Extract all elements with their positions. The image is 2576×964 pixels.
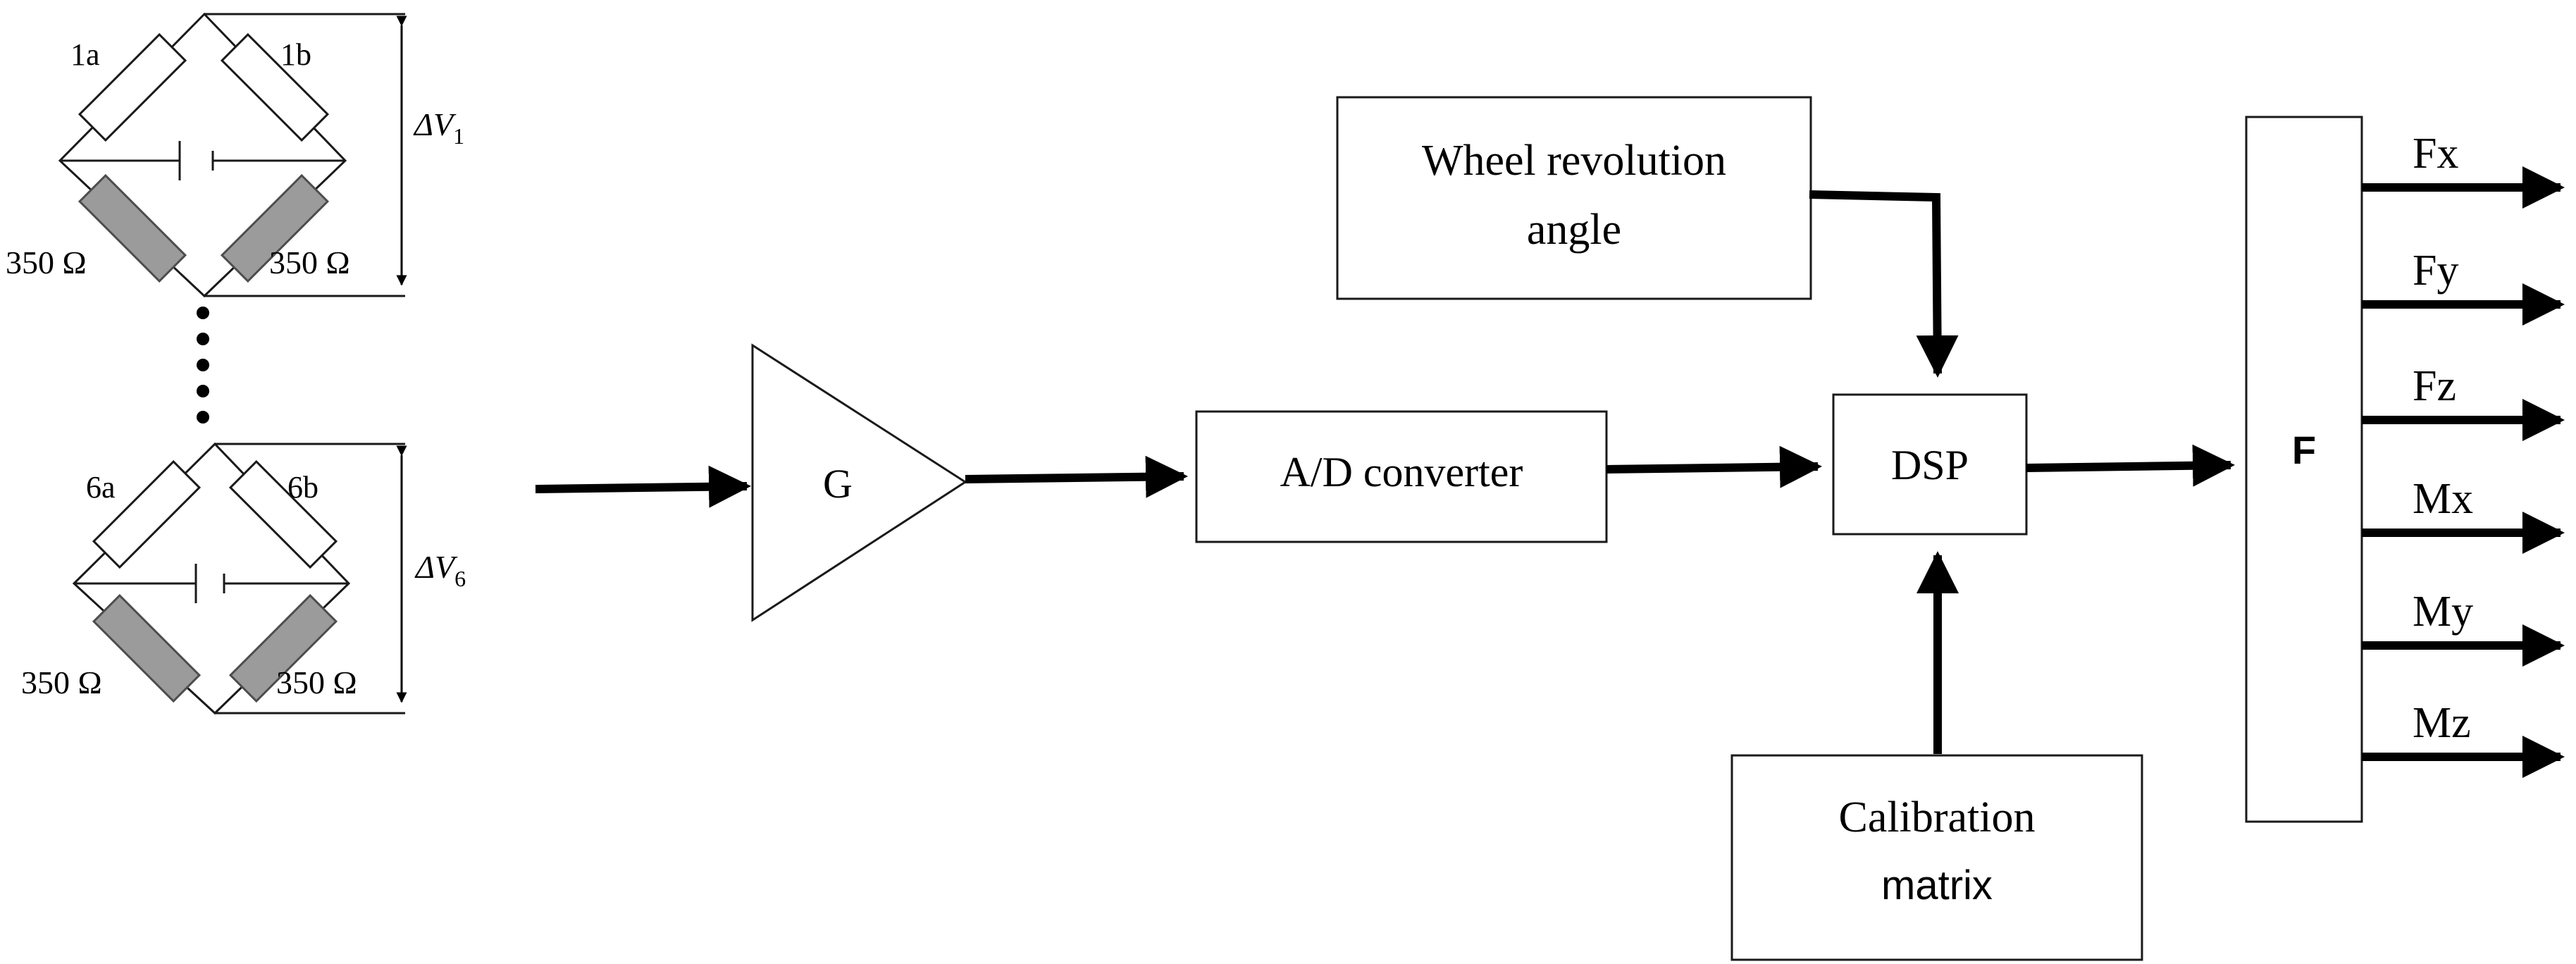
calibration-label-line2: matrix [1881,863,1993,908]
delta-v6-label: ΔV6 [414,549,466,591]
arrow-dsp-to-output-block [2026,444,2235,487]
strain-gauge-6-right [228,593,338,703]
amplifier-triangle [751,343,967,622]
wheel-angle-label-line2: angle [1527,206,1621,254]
label-6-right-ohms: 350 Ω [276,665,357,700]
dsp-label: DSP [1891,442,1969,488]
wheel-angle-box [1336,96,1812,300]
label-6a: 6a [86,470,116,505]
strain-gauge-1-right [220,173,330,283]
output-block-label: F [2292,428,2316,472]
dsp-box [1832,393,2028,536]
wheel-angle-label-line1: Wheel revolution [1422,137,1726,185]
adc-label: A/D converter [1280,449,1523,495]
label-6-left-ohms: 350 Ω [21,665,102,700]
resistor-1b [220,32,330,142]
label-1-right-ohms: 350 Ω [269,245,350,280]
output-label-fz: Fz [2413,362,2456,410]
resistor-6b [228,459,338,569]
calibration-label-line1: Calibration [1839,793,2036,841]
amplifier-label: G [823,461,853,507]
output-label-mx: Mx [2413,475,2473,523]
arrow-adc-to-dsp [1606,445,1822,488]
output-label-fy: Fy [2413,247,2458,295]
output-label-fx: Fx [2413,130,2458,178]
resistor-6a [92,459,202,569]
label-1b: 1b [280,37,311,72]
strain-gauge-1-left [78,173,187,283]
adc-box [1195,410,1608,543]
strain-gauge-6-left [92,593,202,703]
calibration-matrix-box [1730,754,2143,961]
resistor-1a [78,32,187,142]
output-label-mz: Mz [2413,699,2471,747]
label-1-left-ohms: 350 Ω [6,245,87,280]
more-bridges-ellipsis [197,307,209,424]
bridge-6: 6a 6b 350 Ω 350 Ω ΔV6 [21,442,466,715]
delta-v1-label: ΔV1 [413,106,464,149]
arrow-bridges-to-amplifier [535,465,751,508]
output-block [2245,116,2363,823]
bridge-1: 1a 1b 350 Ω 350 Ω ΔV1 [6,12,464,298]
output-label-my: My [2413,588,2473,636]
label-6b: 6b [287,470,318,505]
label-1a: 1a [70,37,100,72]
arrow-wheel-angle-to-dsp [1809,190,1959,378]
arrow-amplifier-to-adc [965,455,1188,498]
